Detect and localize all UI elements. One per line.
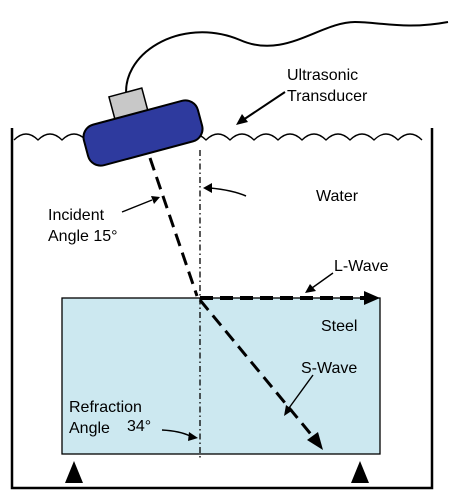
refraction-angle-value: 34° <box>127 418 151 435</box>
transducer-label-line2: Transducer <box>287 88 368 105</box>
l-wave-pointer-arrowhead <box>305 284 316 293</box>
incident-label-line2: Angle 15° <box>48 228 118 245</box>
transducer-cable <box>125 20 449 101</box>
water-surface <box>13 133 423 141</box>
s-wave-pointer-line <box>288 374 314 409</box>
s-wave-arrowhead <box>307 432 323 450</box>
refraction-angle-arrowhead <box>188 432 198 441</box>
s-wave-beam <box>198 299 316 439</box>
refraction-angle-arc <box>161 429 191 437</box>
incident-beam <box>148 157 199 297</box>
water-label: Water <box>316 188 359 205</box>
transducer-body <box>82 99 204 167</box>
l-wave-label: L-Wave <box>334 258 389 275</box>
steel-label: Steel <box>321 318 357 335</box>
left-support-triangle <box>65 461 83 483</box>
incident-pointer-arrowhead <box>151 196 160 204</box>
refraction-label-line1: Refraction <box>69 399 142 416</box>
s-wave-pointer-arrowhead <box>284 405 293 416</box>
right-support-triangle <box>351 461 369 483</box>
l-wave-pointer-line <box>311 272 334 289</box>
transducer-pointer-arrowhead <box>236 114 248 125</box>
incident-label-line1: Incident <box>48 207 105 224</box>
tank-outline <box>10 128 434 490</box>
s-wave-label: S-Wave <box>301 360 357 377</box>
incident-angle-arc <box>209 187 247 197</box>
transducer-label-line1: Ultrasonic <box>287 67 358 84</box>
incident-angle-arrowhead <box>203 183 212 193</box>
l-wave-arrowhead <box>364 291 380 305</box>
refraction-label-line2: Angle <box>69 420 110 437</box>
incident-pointer-line <box>121 199 153 213</box>
transducer-pointer-line <box>242 91 286 121</box>
